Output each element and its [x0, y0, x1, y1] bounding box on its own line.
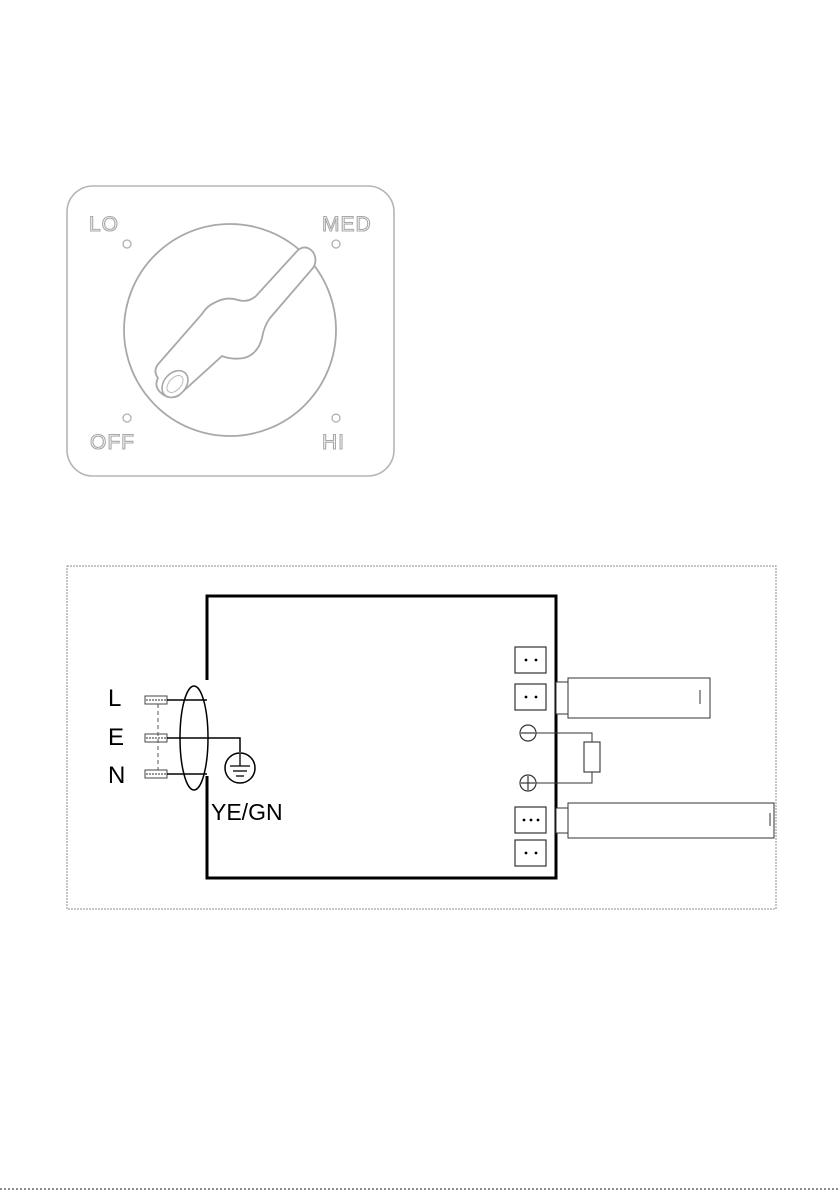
earth-ground-icon — [225, 753, 255, 783]
lamp-tube-2 — [568, 803, 774, 838]
connector-pin — [537, 819, 540, 822]
connector-pin — [535, 852, 538, 855]
position-label-med: MED — [322, 213, 372, 236]
position-label-off: OFF — [90, 431, 135, 454]
connector-lamp-1 — [515, 684, 546, 710]
connector-pin — [525, 852, 528, 855]
speed-switch-panel: LO MED OFF HI — [67, 186, 394, 476]
lamp-tube-2-plug — [556, 808, 568, 833]
resistor-icon — [584, 742, 600, 772]
connector-bottom-unused — [515, 840, 546, 866]
wiring-diagram: L E N YE/GN — [67, 566, 776, 909]
connector-pin — [535, 659, 538, 662]
earth-wire-label: YE/GN — [211, 799, 283, 825]
positive-terminal-icon — [520, 775, 536, 791]
terminal-label-line: L — [108, 685, 121, 712]
position-label-lo: LO — [89, 213, 119, 236]
negative-terminal-icon — [520, 725, 536, 741]
connector-pin — [525, 659, 528, 662]
terminal-label-earth: E — [108, 724, 124, 751]
connector-pin — [535, 696, 538, 699]
terminal-label-neutral: N — [108, 762, 125, 789]
position-label-hi: HI — [322, 431, 345, 454]
connector-pin — [525, 696, 528, 699]
lamp-tube-1-plug — [556, 682, 568, 714]
connector-top-unused — [515, 647, 546, 673]
connector-pin — [530, 819, 533, 822]
lamp-tube-1 — [568, 678, 710, 718]
connector-pin — [523, 819, 526, 822]
